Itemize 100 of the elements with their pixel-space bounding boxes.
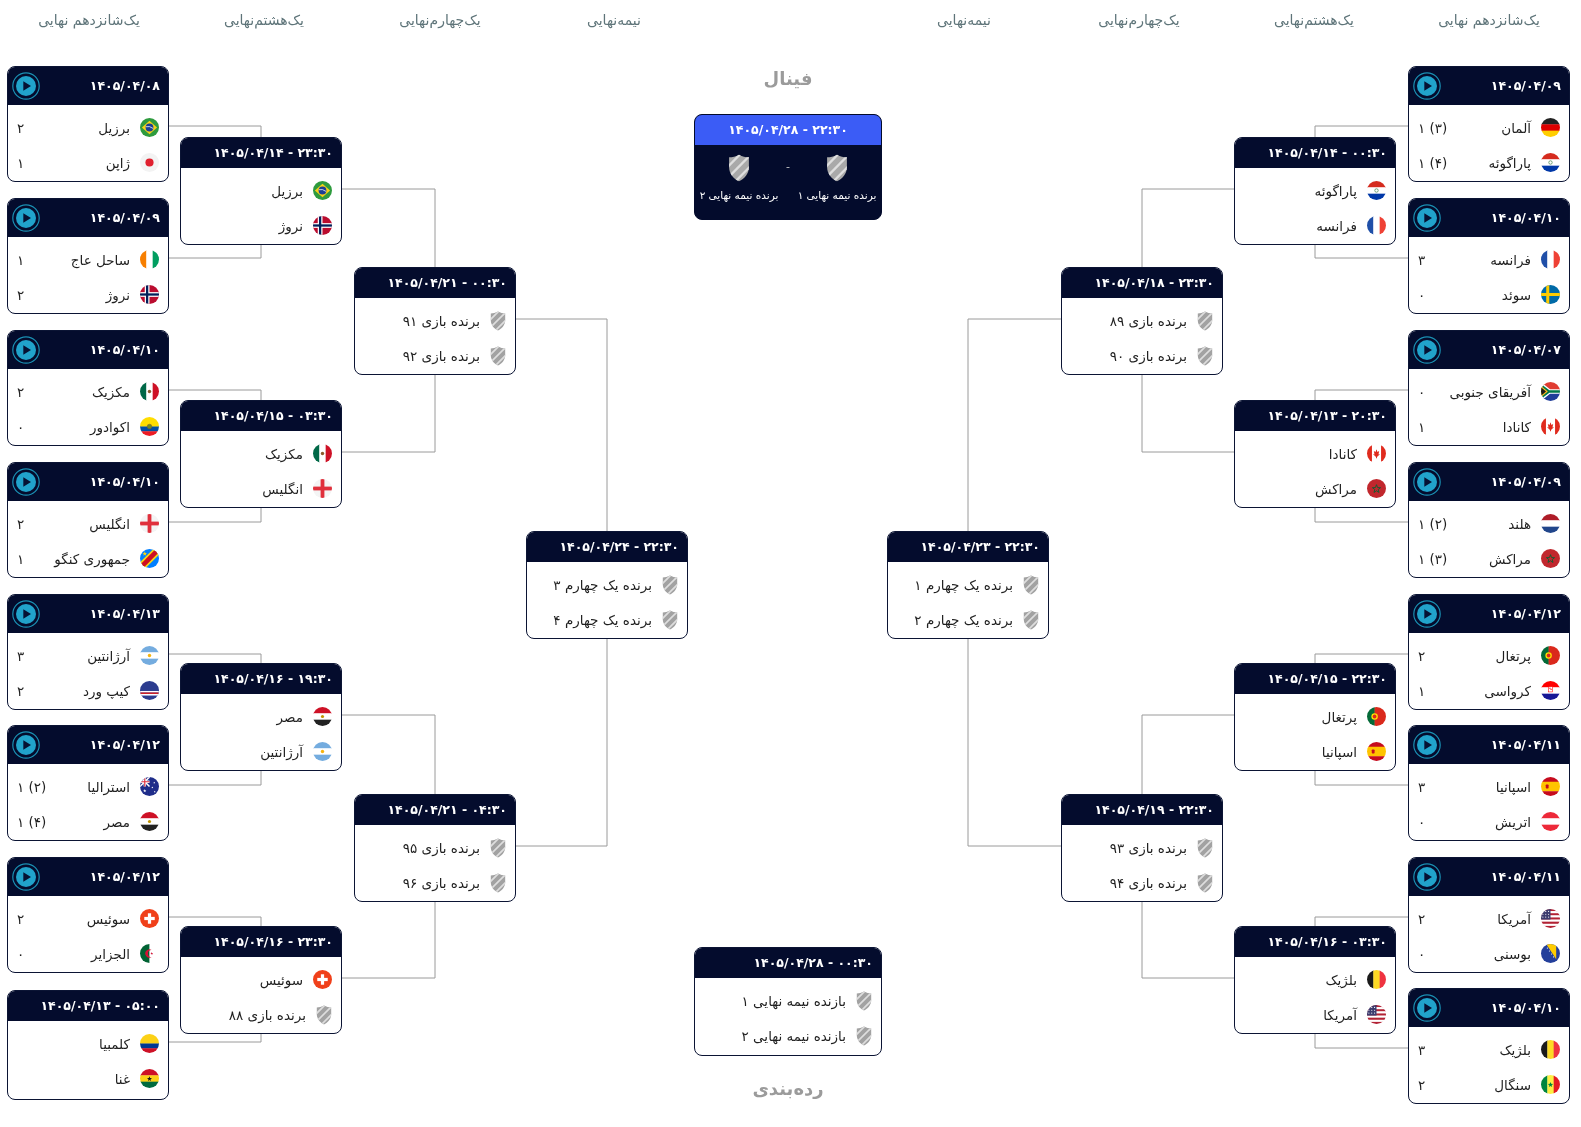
- round-heading: یک‌شانزدهم نهایی: [1438, 11, 1540, 29]
- team-name: برنده نیمه نهایی ۲: [699, 188, 779, 202]
- round-heading: نیمه‌نهایی: [587, 11, 641, 29]
- team-name: مکزیک: [92, 382, 130, 401]
- team-name: پاراگوئه: [1314, 181, 1357, 200]
- team-name: آرژانتین: [87, 646, 130, 665]
- match-date: ۱۴۰۵/۰۴/۱۳ - ۲۰:۳۰: [1267, 408, 1387, 424]
- team-name: مراکش: [1314, 479, 1357, 498]
- match-date: ۱۴۰۵/۰۴/۱۶ - ۱۹:۳۰: [213, 671, 333, 687]
- team-name: بلژیک: [1499, 1040, 1531, 1059]
- score: ۲: [17, 681, 25, 700]
- match-date: ۱۴۰۵/۰۴/۱۲: [1490, 606, 1561, 622]
- match-date: ۱۴۰۵/۰۴/۱۳: [89, 606, 160, 622]
- team-name: برنده یک چهارم ۳: [553, 575, 652, 594]
- bracket-line: [341, 714, 436, 795]
- match-date: ۱۴۰۵/۰۴/۰۹: [1490, 474, 1561, 490]
- team-name: مصر: [276, 707, 303, 726]
- score: ۲: [1418, 1075, 1426, 1094]
- bracket-line: [168, 244, 262, 259]
- match-card: [1234, 137, 1396, 245]
- team-name: برزیل: [98, 118, 130, 137]
- match-card: [1408, 988, 1570, 1104]
- round-heading: یک‌چهارم‌نهایی: [1098, 11, 1180, 29]
- match-date: ۱۴۰۵/۰۴/۱۶ - ۲۳:۳۰: [213, 934, 333, 950]
- team-name: انگلیس: [262, 479, 303, 498]
- match-card: [1408, 594, 1570, 710]
- team-name: کرواسی: [1484, 681, 1531, 700]
- team-name: استرالیا: [87, 777, 130, 796]
- bracket-line: [168, 507, 262, 523]
- team-name: برنده بازی ۸۸: [228, 1005, 306, 1024]
- bracket-line: [1314, 389, 1409, 401]
- match-card: [180, 137, 342, 245]
- match-date: ۱۴۰۵/۰۴/۱۰: [1490, 210, 1561, 226]
- score: ۱ (۳): [1418, 118, 1448, 137]
- match-card: [1408, 66, 1570, 182]
- bracket-line: [168, 125, 262, 138]
- team-name: ساحل عاج: [70, 250, 130, 269]
- team-name: غنا: [114, 1069, 130, 1088]
- round-heading: یک‌چهارم‌نهایی: [399, 11, 481, 29]
- team-name: الجزایر: [91, 944, 130, 963]
- score: ۱: [1418, 681, 1426, 700]
- bracket-line: [168, 770, 262, 786]
- team-name: سوئیس: [86, 909, 130, 928]
- team-name: برنده یک چهارم ۱: [914, 575, 1013, 594]
- score: ۳: [1418, 250, 1426, 269]
- bracket-line: [967, 638, 1062, 847]
- bracket-line: [341, 374, 436, 453]
- team-name: آفریقای جنوبی: [1449, 382, 1531, 401]
- score: ۰: [1418, 285, 1426, 304]
- team-name: آمریکا: [1497, 909, 1531, 928]
- score: ۳: [1418, 1040, 1426, 1059]
- team-name: بازنده نیمه نهایی ۲: [741, 1026, 846, 1045]
- team-name: بلژیک: [1325, 970, 1357, 989]
- team-name: ژاپن: [105, 153, 130, 172]
- team-name: برنده بازی ۹۵: [402, 838, 480, 857]
- match-card: [180, 400, 342, 508]
- bracket-line: [515, 318, 608, 532]
- bracket-line: [168, 916, 262, 927]
- separator-dash: -: [786, 160, 790, 174]
- team-name: اتریش: [1495, 812, 1531, 831]
- match-date: ۱۴۰۵/۰۴/۰۹: [1490, 78, 1561, 94]
- team-name: اسپانیا: [1495, 777, 1531, 796]
- score: ۱: [17, 153, 25, 172]
- match-date: ۱۴۰۵/۰۴/۰۸: [89, 78, 160, 94]
- team-name: آمریکا: [1323, 1005, 1357, 1024]
- score: ۱ (۴): [1418, 153, 1448, 172]
- match-card: [1408, 725, 1570, 841]
- score: ۳: [1418, 777, 1426, 796]
- score: ۲: [17, 118, 25, 137]
- match-date: ۱۴۰۵/۰۴/۱۲: [89, 737, 160, 753]
- match-card: [7, 66, 169, 182]
- score: ۲: [17, 514, 25, 533]
- bracket-line: [515, 638, 608, 847]
- match-date: ۱۴۰۵/۰۴/۱۱: [1490, 869, 1561, 885]
- match-card: [7, 198, 169, 314]
- match-date: ۱۴۰۵/۰۴/۱۳ - ۰۵:۰۰: [40, 998, 160, 1014]
- match-date: ۱۴۰۵/۰۴/۲۸ - ۲۲:۳۰: [728, 122, 848, 138]
- score: ۱: [17, 549, 25, 568]
- team-name: مکزیک: [265, 444, 303, 463]
- match-card: [180, 926, 342, 1034]
- round-title: رده‌بندی: [752, 1078, 824, 1100]
- match-date: ۱۴۰۵/۰۴/۲۳ - ۲۲:۳۰: [920, 539, 1040, 555]
- match-card: [1061, 267, 1223, 375]
- match-card: [7, 594, 169, 710]
- match-card: [1061, 794, 1223, 902]
- match-card: [887, 531, 1049, 639]
- match-date: ۱۴۰۵/۰۴/۱۴ - ۰۰:۳۰: [1267, 145, 1387, 161]
- match-date: ۱۴۰۵/۰۴/۲۱ - ۰۰:۳۰: [387, 275, 507, 291]
- bracket-line: [168, 653, 262, 664]
- score: ۲: [17, 285, 25, 304]
- bracket-line: [1314, 770, 1409, 786]
- team-name: برنده بازی ۹۰: [1109, 346, 1187, 365]
- team-name: برنده بازی ۹۶: [402, 873, 480, 892]
- score: ۱: [17, 250, 25, 269]
- score: ۲: [1418, 909, 1426, 928]
- bracket-line: [1141, 188, 1235, 268]
- bracket-line: [1141, 714, 1235, 795]
- bracket-line: [1314, 125, 1409, 138]
- match-card: [354, 267, 516, 375]
- match-date: ۱۴۰۵/۰۴/۲۴ - ۲۲:۳۰: [559, 539, 679, 555]
